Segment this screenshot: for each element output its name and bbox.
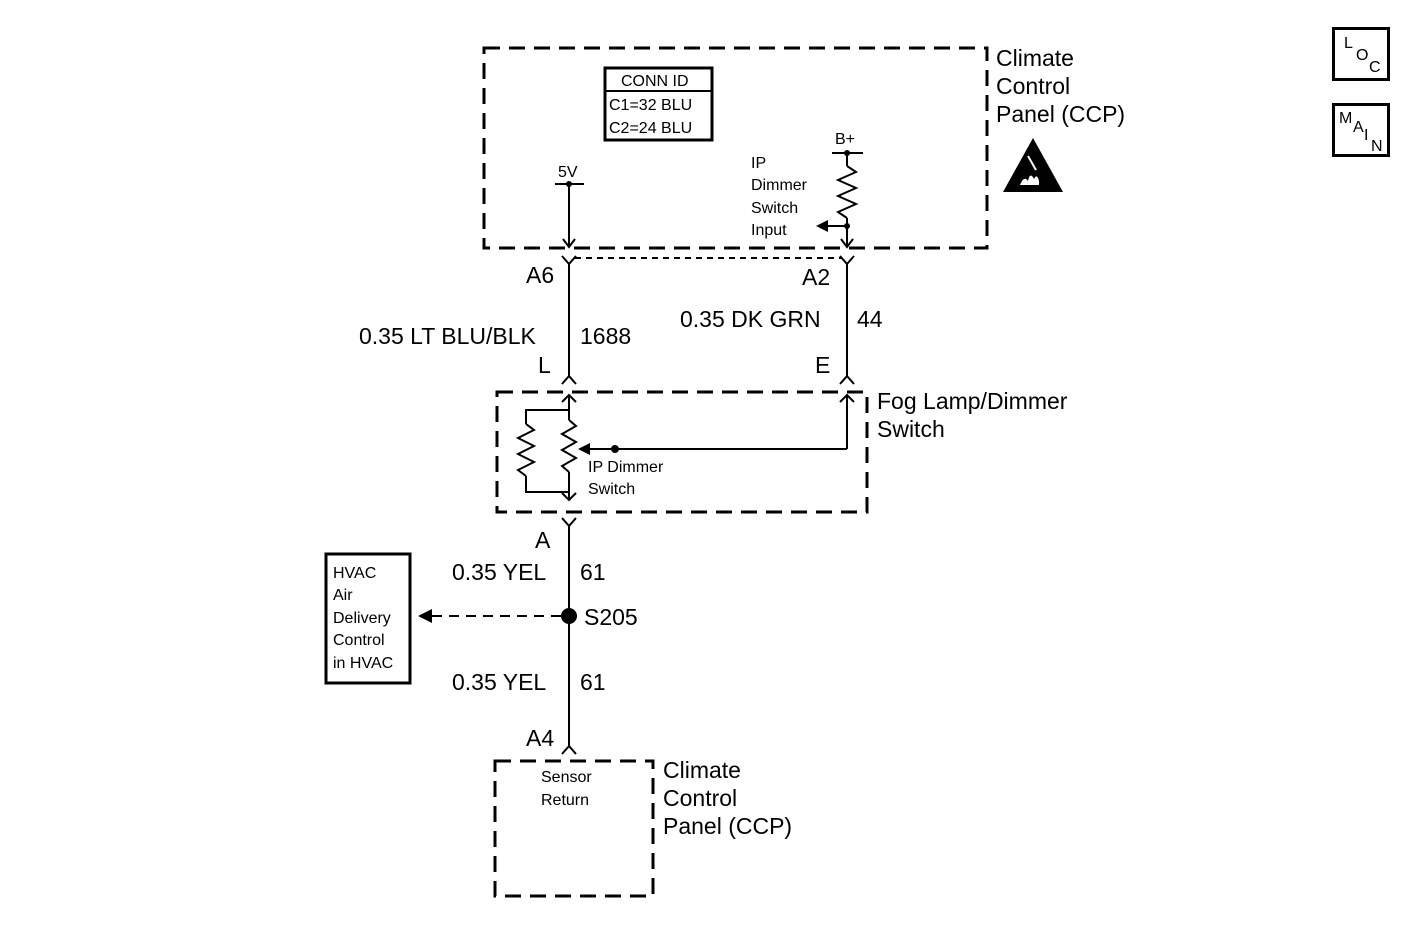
b-plus-supply: B+ — [816, 131, 863, 249]
wire-61 — [561, 517, 577, 755]
ip-dimmer-switch-label: IP Dimmer Switch — [588, 459, 664, 498]
svg-text:Input: Input — [751, 222, 787, 239]
ccp-bottom-box — [493, 759, 655, 898]
wire-color-left: 0.35 LT BLU/BLK — [359, 323, 537, 349]
wire-44 — [839, 255, 855, 385]
pin-e: E — [815, 352, 830, 378]
svg-text:Air: Air — [333, 587, 353, 604]
pin-a4: A4 — [526, 725, 554, 751]
svg-text:IP Dimmer: IP Dimmer — [588, 459, 664, 476]
main-button[interactable]: M A I N — [1332, 103, 1390, 157]
hvac-air-delivery-box[interactable] — [324, 552, 412, 685]
loc-letter: C — [1369, 59, 1381, 76]
main-letter: M — [1339, 110, 1353, 127]
loc-button[interactable]: L O C — [1332, 27, 1390, 81]
svg-text:Panel (CCP): Panel (CCP) — [663, 813, 792, 839]
conn-id-header: CONN ID — [621, 73, 689, 90]
svg-text:in HVAC: in HVAC — [333, 655, 393, 672]
wire-1688 — [561, 255, 577, 385]
fog-lamp-dimmer-switch-title: Fog Lamp/Dimmer Switch — [877, 388, 1068, 442]
pin-l: L — [538, 352, 551, 378]
conn-id-table: CONN ID C1=32 BLU C2=24 BLU — [603, 66, 714, 142]
pin-a: A — [535, 527, 551, 553]
ip-dimmer-switch-input-label: IP Dimmer Switch Input — [751, 155, 808, 239]
svg-text:5V: 5V — [558, 164, 578, 181]
svg-text:Sensor: Sensor — [541, 769, 592, 786]
conn-id-row: C2=24 BLU — [609, 120, 692, 137]
svg-text:Fog Lamp/Dimmer: Fog Lamp/Dimmer — [877, 388, 1068, 414]
ip-dimmer-rheostat — [515, 393, 855, 502]
svg-text:Switch: Switch — [751, 200, 798, 217]
branch-arrow-icon — [418, 609, 432, 623]
svg-text:Climate: Climate — [663, 757, 741, 783]
svg-text:Panel (CCP): Panel (CCP) — [996, 101, 1125, 127]
svg-text:B+: B+ — [835, 131, 855, 148]
pin-a6: A6 — [526, 262, 554, 288]
svg-text:HVAC: HVAC — [333, 565, 376, 582]
circuit-number-lower-2: 61 — [580, 669, 606, 695]
fog-lamp-dimmer-switch-box — [495, 390, 869, 514]
svg-text:Switch: Switch — [588, 481, 635, 498]
loc-letter: O — [1356, 47, 1369, 64]
five-volt-supply: 5V — [555, 164, 584, 249]
circuit-number-lower-1: 61 — [580, 559, 606, 585]
esd-warning-icon — [1003, 138, 1063, 192]
ccp-top-title: Climate Control Panel (CCP) — [996, 45, 1125, 127]
svg-text:Return: Return — [541, 792, 589, 809]
svg-text:IP: IP — [751, 155, 766, 172]
splice-label: S205 — [584, 604, 638, 630]
svg-text:Climate: Climate — [996, 45, 1074, 71]
splice-s205 — [561, 608, 577, 624]
ccp-bottom-title: Climate Control Panel (CCP) — [663, 757, 792, 839]
svg-text:Dimmer: Dimmer — [751, 177, 808, 194]
main-letter: N — [1371, 138, 1383, 155]
wire-color-lower-1: 0.35 YEL — [452, 559, 546, 585]
svg-text:Control: Control — [663, 785, 737, 811]
hvac-air-delivery-label: HVAC Air Delivery Control in HVAC — [333, 565, 393, 672]
svg-text:Control: Control — [996, 73, 1070, 99]
sensor-return-label: Sensor Return — [541, 769, 592, 809]
svg-text:Delivery: Delivery — [333, 610, 391, 627]
conn-id-row: C1=32 BLU — [609, 97, 692, 114]
circuit-number-right: 44 — [857, 306, 883, 332]
svg-text:Switch: Switch — [877, 416, 945, 442]
main-letter: I — [1364, 127, 1369, 144]
pin-a2: A2 — [802, 264, 830, 290]
svg-text:Control: Control — [333, 632, 385, 649]
circuit-number-left: 1688 — [580, 323, 631, 349]
ccp-top-box — [482, 46, 989, 250]
main-letter: A — [1353, 119, 1364, 136]
loc-letter: L — [1344, 35, 1353, 52]
wire-color-right: 0.35 DK GRN — [680, 306, 821, 332]
wire-color-lower-2: 0.35 YEL — [452, 669, 546, 695]
